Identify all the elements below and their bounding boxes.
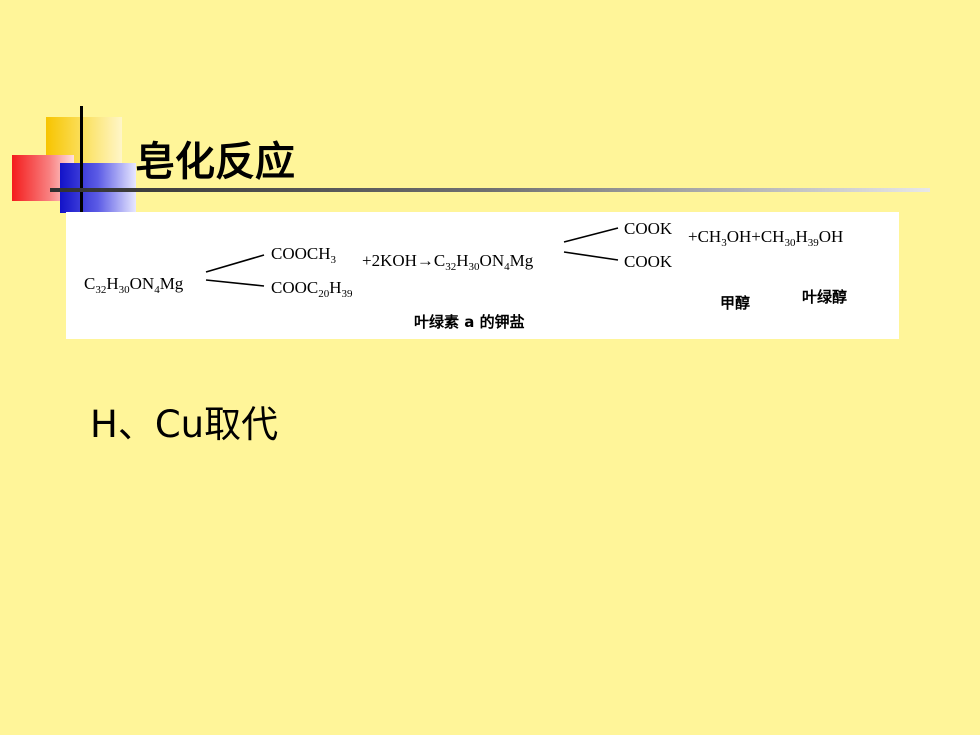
- saponification-equation: C32H30ON4Mg COOCH3 COOC20H39 +2KOH→C32H3…: [84, 219, 847, 331]
- salt-bottom: COOK: [624, 252, 673, 271]
- ester-top: COOCH3: [271, 244, 337, 266]
- label-methanol: 甲醇: [720, 294, 750, 312]
- label-phytol: 叶绿醇: [802, 288, 847, 306]
- substitution-text: H、Cu取代: [90, 403, 279, 446]
- reagent-product: +2KOH→C32H30ON4Mg: [362, 251, 534, 273]
- branch-line-bottom: [205, 279, 265, 287]
- byproducts: +CH3OH+CH30H39OH: [688, 227, 843, 249]
- ester-bottom: COOC20H39: [271, 278, 353, 300]
- branch-line-top-right: [563, 227, 619, 243]
- branch-line-bottom-right: [563, 251, 619, 261]
- slide-title: 皂化反应: [135, 138, 295, 185]
- reactant-formula: C32H30ON4Mg: [84, 274, 184, 296]
- decor-vertical-line: [80, 106, 83, 214]
- title-underline: [50, 188, 930, 192]
- equation-panel: C32H30ON4Mg COOCH3 COOC20H39 +2KOH→C32H3…: [66, 212, 899, 339]
- label-chlorophyll-salt: 叶绿素 a 的钾盐: [414, 313, 525, 331]
- branch-line-top: [205, 254, 265, 273]
- salt-top: COOK: [624, 219, 673, 238]
